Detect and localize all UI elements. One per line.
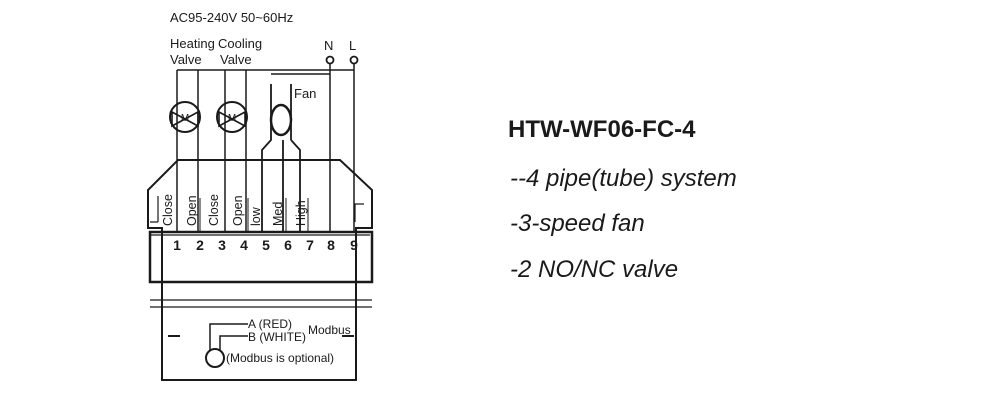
valve-motor-label: M (228, 113, 236, 124)
terminal-number: 6 (284, 237, 292, 253)
cooling-valve-label-2: Valve (220, 52, 252, 67)
terminal-number: 7 (306, 237, 314, 253)
terminal-6-function: Med (271, 202, 285, 226)
fan-label: Fan (294, 86, 316, 101)
modbus-note: (Modbus is optional) (226, 351, 334, 365)
neutral-label: N (324, 38, 333, 53)
terminal-number: 9 (350, 237, 358, 253)
terminal-number: 5 (262, 237, 270, 253)
modbus-b-label: B (WHITE) (248, 330, 306, 344)
terminal-5-function: low (249, 206, 263, 226)
wiring-diagram: M M AC95-240V 50~60Hz Heating Valve Cool… (147, 10, 374, 381)
supply-voltage: AC95-240V 50~60Hz (170, 10, 293, 25)
cooling-valve-symbol (216, 101, 248, 133)
terminal-1-function: Close (161, 194, 175, 226)
terminal-7-function: High (294, 200, 308, 226)
line-label: L (349, 38, 356, 53)
terminal-number: 2 (196, 237, 204, 253)
heating-valve-symbol (169, 101, 201, 133)
feature-fan-speed: -3-speed fan (510, 210, 645, 237)
terminal-strip (148, 230, 374, 284)
feature-valve: -2 NO/NC valve (510, 256, 679, 283)
heating-valve-label-2: Valve (170, 52, 202, 67)
feature-pipe-system: --4 pipe(tube) system (510, 165, 737, 192)
heating-valve-label-1: Heating (170, 36, 215, 51)
terminal-number: 1 (173, 237, 181, 253)
cooling-valve-label-1: Cooling (218, 36, 262, 51)
terminal-3-function: Close (207, 194, 221, 226)
fan-coil (261, 84, 301, 232)
terminal-4-function: Open (231, 195, 245, 226)
terminal-number: 4 (240, 237, 248, 253)
modbus-a-label: A (RED) (248, 317, 292, 331)
terminal-2-function: Open (185, 195, 199, 226)
thermostat-housing (147, 159, 373, 381)
terminal-number: 8 (327, 237, 335, 253)
model-title: HTW-WF06-FC-4 (508, 116, 696, 143)
valve-motor-label: M (181, 113, 189, 124)
terminal-number: 3 (218, 237, 226, 253)
modbus-label: Modbus (308, 323, 351, 337)
